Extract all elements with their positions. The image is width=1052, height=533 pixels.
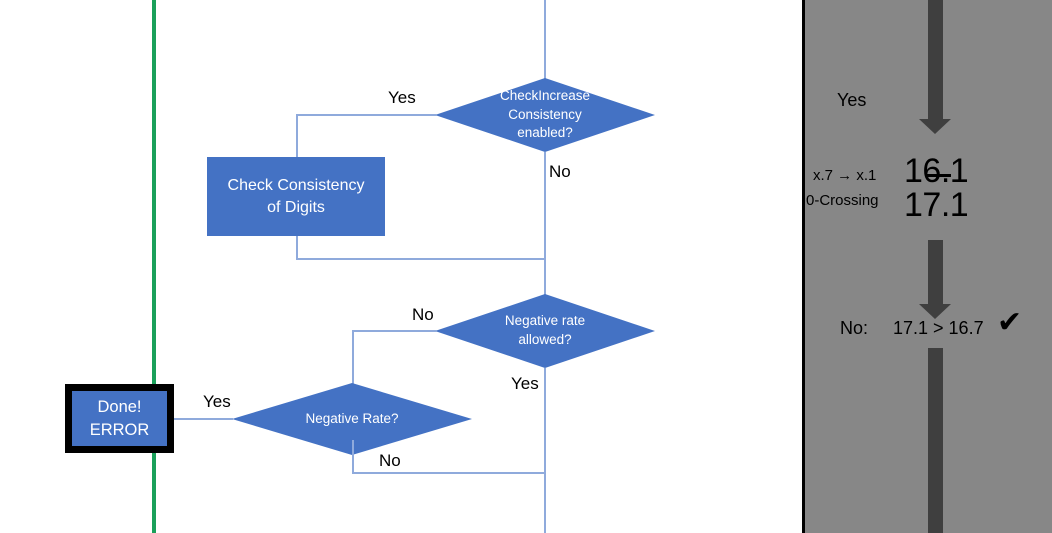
panel-arrow-middle-shaft [928,240,943,305]
panel-row-0-label: x.7 → x.1 [813,167,877,184]
process-check-consistency-of-digits[interactable]: Check Consistency of Digits [207,157,385,236]
decision-check-increase-consistency[interactable]: CheckIncrease Consistency enabled? [435,78,655,152]
connector-negative-rate-yes [174,418,233,420]
connector-spine-top [544,0,546,82]
panel-arrow-top-shaft [928,0,943,120]
edge-label-negative-rate-no: No [379,451,401,470]
annotation-panel: Yes x.7 → x.1 16.1 0-Crossing 17.1 No: 1… [802,0,1052,533]
connector-check-increase-yes-horizontal [296,114,437,116]
panel-comparison-checkmark: ✔ [997,306,1023,339]
connector-check-increase-yes-return [296,258,545,260]
decision-negative-rate-allowed[interactable]: Negative rate allowed? [435,294,655,368]
connector-check-increase-no [544,152,546,260]
panel-row-0-strikethrough [925,174,951,177]
terminator-done-error-label: Done! ERROR [89,398,150,439]
panel-comparison-expression: 17.1 > 16.7 [893,318,984,338]
terminator-done-error[interactable]: Done! ERROR [65,384,174,453]
process-check-consistency-of-digits-label: Check Consistency of Digits [227,176,365,216]
panel-yes-label: Yes [837,90,867,110]
panel-arrow-bottom-shaft [928,348,943,533]
edge-label-check-increase-no: No [549,162,571,181]
edge-label-negative-rate-yes: Yes [203,392,231,411]
connector-spine-middle [544,258,546,296]
panel-row-1-label: 0-Crossing [806,192,879,209]
connector-negative-rate-allowed-no-vertical [352,330,354,384]
connector-spine-bottom [544,472,546,533]
panel-comparison-prefix: No: [840,318,869,338]
panel-row-1-value: 17.1 [904,186,969,224]
panel-row-0-value: 16.1 [904,152,969,190]
edge-label-check-increase-yes: Yes [388,88,416,107]
connector-negative-rate-allowed-no-horizontal [352,330,437,332]
panel-arrow-middle-head [919,304,951,319]
edge-label-negative-rate-allowed-yes: Yes [511,374,539,393]
connector-negative-rate-no-horizontal [352,472,546,474]
connector-negative-rate-allowed-yes [544,368,546,475]
green-divider-line [152,0,156,533]
panel-arrow-top-head [919,119,951,134]
connector-negative-rate-no-vertical [352,440,354,474]
edge-label-negative-rate-allowed-no: No [412,305,434,324]
